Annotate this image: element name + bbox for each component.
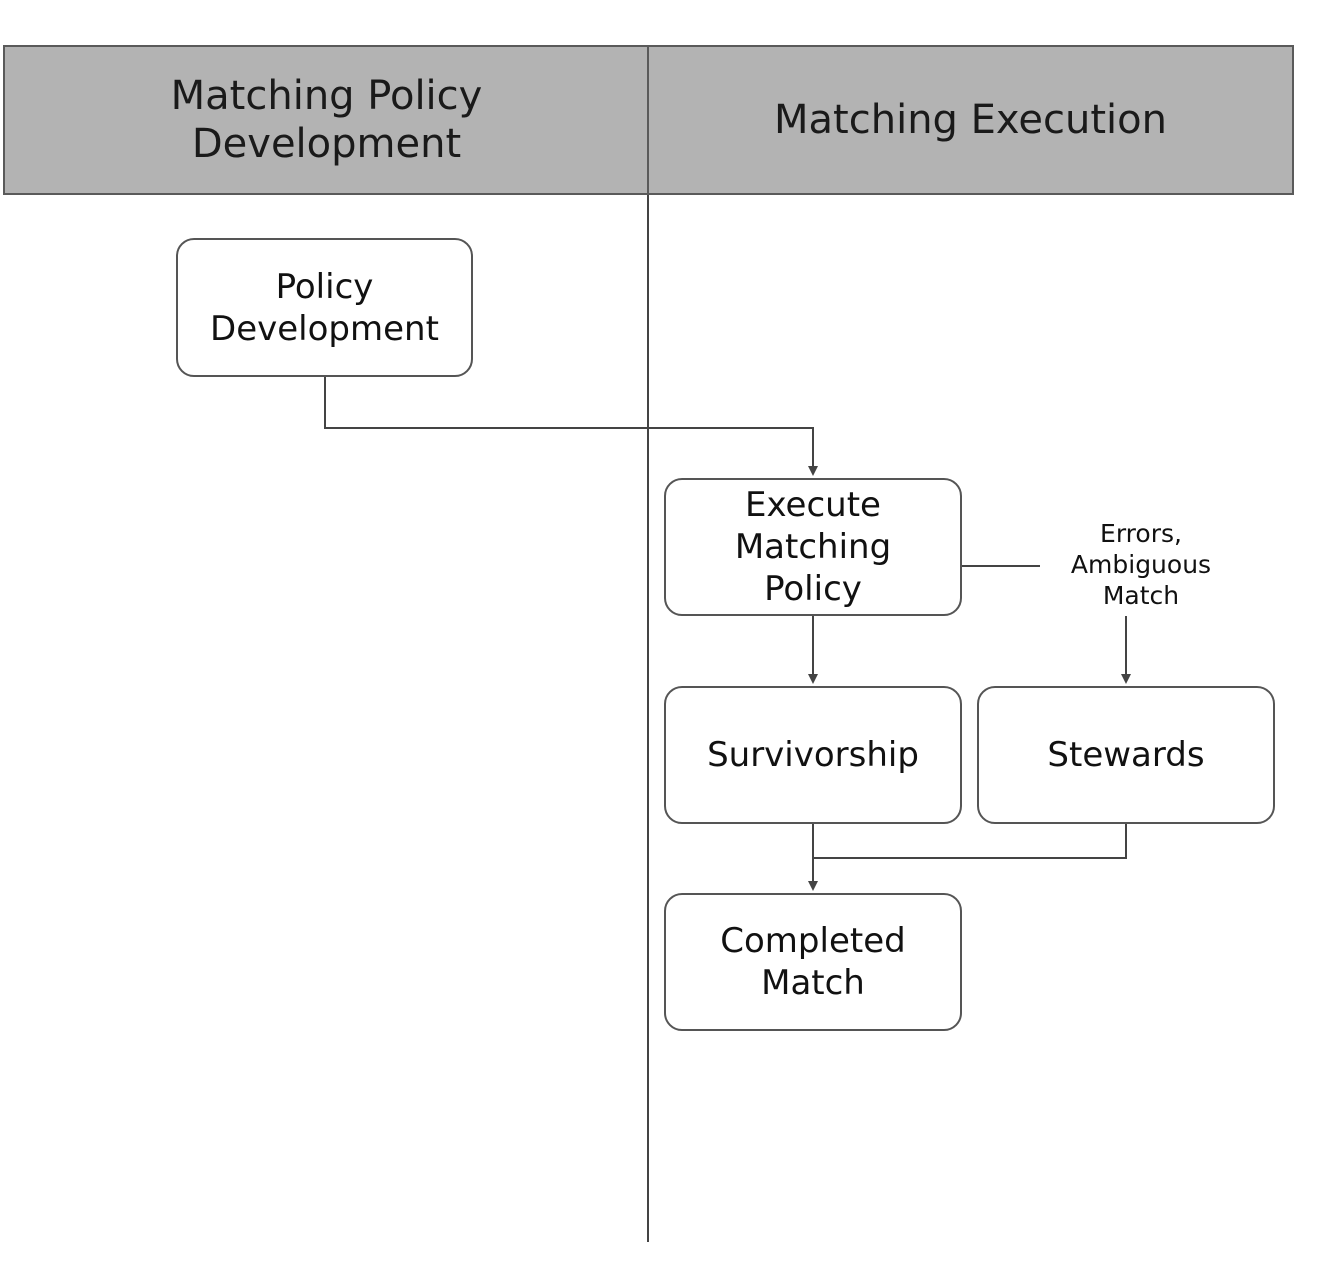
node-label: Policy Development (210, 266, 439, 349)
node-policy-development: Policy Development (176, 238, 473, 377)
lane-header-policy-development: Matching Policy Development (3, 45, 650, 195)
node-label: Completed Match (720, 921, 906, 1003)
node-label: Stewards (1047, 735, 1205, 775)
node-completed-match: Completed Match (664, 893, 962, 1031)
lane-title-left: Matching Policy Development (170, 73, 483, 167)
edge-label-errors-ambiguous-match: Errors, Ambiguous Match (1070, 519, 1212, 610)
node-label: Execute Matching Policy (734, 485, 892, 609)
node-survivorship: Survivorship (664, 686, 962, 824)
node-stewards: Stewards (977, 686, 1275, 824)
node-label: Survivorship (707, 735, 919, 775)
edge-policy-to-execute (324, 377, 818, 476)
edge-stewards-to-completed (813, 824, 1127, 859)
lane-header-matching-execution: Matching Execution (647, 45, 1294, 195)
lane-title-right: Matching Execution (774, 97, 1167, 143)
node-execute-matching-policy: Execute Matching Policy (664, 478, 962, 616)
